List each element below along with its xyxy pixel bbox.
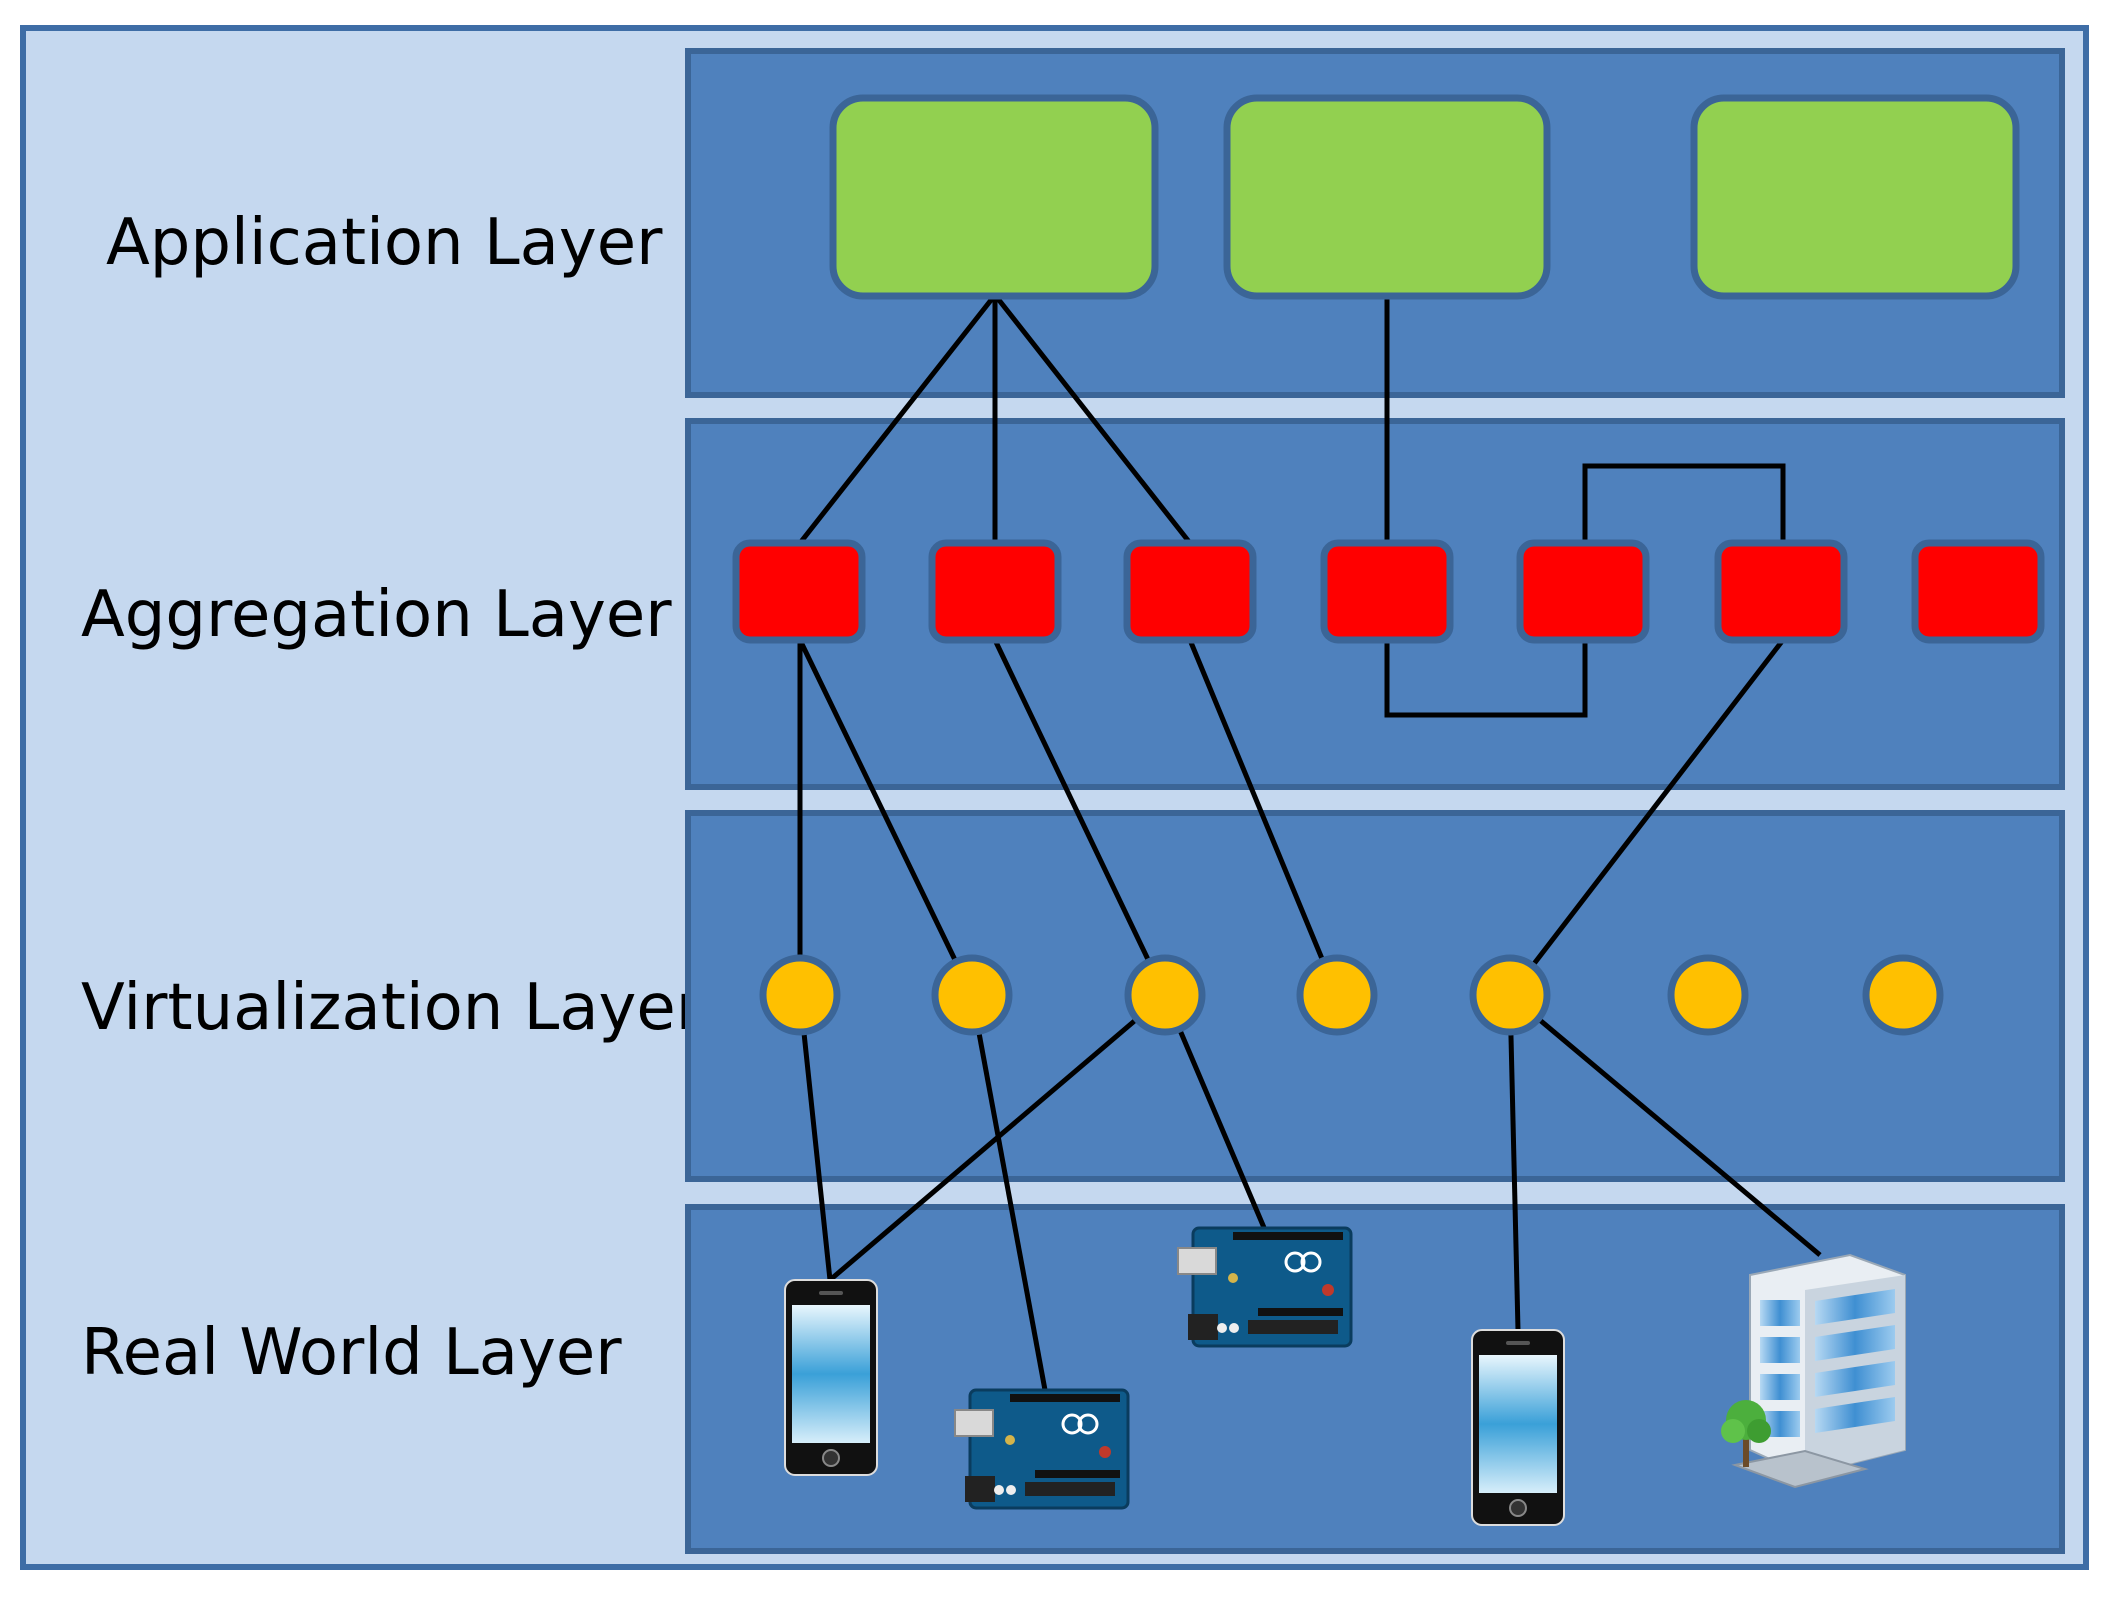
aggregation-node [1320, 539, 1454, 644]
link-agg1-v2 [797, 638, 975, 997]
application-layer-label: Application Layer [106, 206, 663, 280]
link-agg5-agg6 [1582, 463, 1786, 543]
office-building-icon [1721, 1253, 1906, 1489]
aggregation-node [732, 539, 866, 644]
aggregation-nodes [732, 539, 2045, 644]
application-node [1223, 94, 1551, 300]
application-node [829, 94, 1159, 300]
link-app1-agg1 [798, 293, 997, 545]
aggregation-layer-label: Aggregation Layer [81, 578, 672, 652]
link-v1-phone1 [797, 994, 833, 1281]
aggregation-node [1714, 539, 1848, 644]
aggregation-node [1516, 539, 1650, 644]
link-agg3-v4 [1187, 639, 1340, 996]
connection-lines [797, 293, 1822, 1391]
arduino-board-icon [954, 1388, 1130, 1510]
virtual-node [1667, 954, 1749, 1036]
aggregation-node [1123, 539, 1257, 644]
link-v3-board2 [1162, 994, 1268, 1231]
application-node [1690, 94, 2020, 300]
link-app1-agg3 [993, 293, 1192, 545]
virtual-node [1862, 954, 1944, 1036]
aggregation-node [1911, 539, 2045, 644]
link-v2-board1 [969, 994, 1048, 1391]
virtual-node [1124, 954, 1206, 1036]
smartphone-icon [1471, 1329, 1565, 1526]
virtual-node [759, 954, 841, 1036]
virtualization-layer-label: Virtualization Layer [81, 971, 703, 1045]
aggregation-node [928, 539, 1062, 644]
smartphone-icon [784, 1279, 878, 1476]
link-v5-phone2 [1507, 994, 1521, 1331]
virtual-node [1469, 954, 1551, 1036]
application-nodes [829, 94, 2020, 300]
link-agg4-agg5 [1384, 640, 1588, 718]
link-agg6-v5 [1508, 638, 1785, 997]
link-v5-building [1508, 993, 1822, 1257]
virtual-node [931, 954, 1013, 1036]
virtual-nodes [759, 954, 1944, 1036]
link-agg2-v3 [992, 638, 1168, 997]
real-world-layer-label: Real World Layer [81, 1316, 622, 1390]
virtual-node [1296, 954, 1378, 1036]
arduino-board-icon [1177, 1226, 1353, 1348]
